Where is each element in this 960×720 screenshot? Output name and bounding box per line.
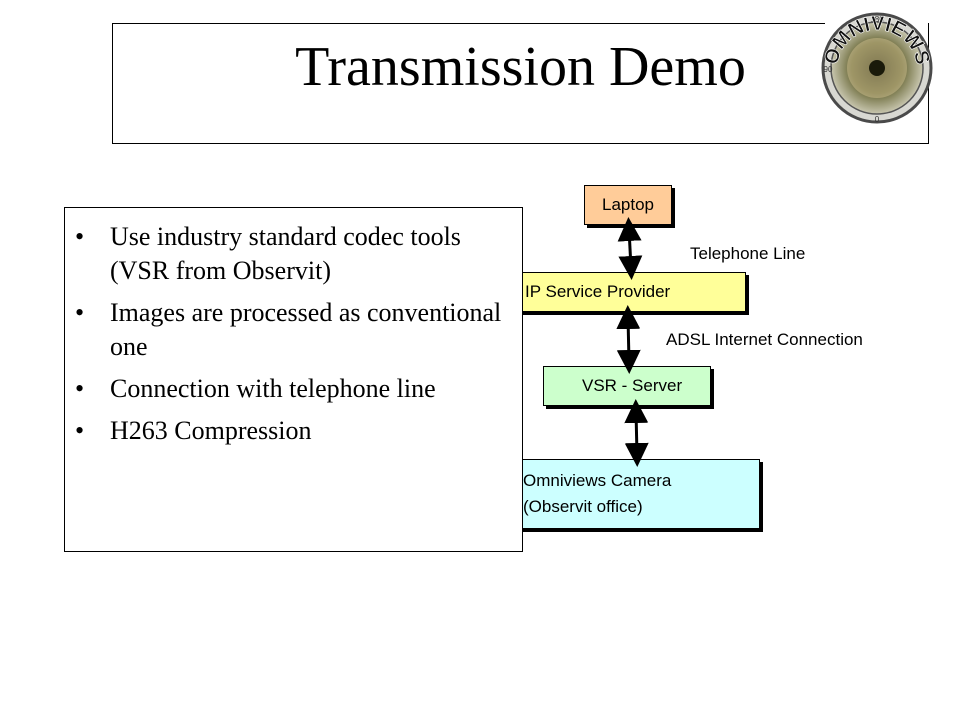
telephone-line-label: Telephone Line <box>690 244 806 263</box>
title-frame-top-line <box>113 23 825 24</box>
bullet-text: Connection with telephone line <box>110 374 436 403</box>
omniviews-camera-node: Omniviews Camera (Observit office) <box>516 459 760 529</box>
ip-service-provider-node: IP Service Provider <box>516 272 746 312</box>
bullet-item: • Use industry standard codec tools (VSR … <box>75 220 515 288</box>
bullet-text: Use industry standard codec tools (VSR f… <box>110 222 461 285</box>
arrow-laptop-isp <box>617 217 643 280</box>
bullet-text: Images are processed as conventional one <box>110 298 502 361</box>
logo-mark-0: 0 <box>875 115 880 124</box>
arrow-vsr-camera <box>624 399 649 467</box>
bullet-glyph: • <box>75 416 85 445</box>
bullet-list: • Use industry standard codec tools (VSR … <box>75 220 515 456</box>
adsl-connection-label: ADSL Internet Connection <box>666 330 863 349</box>
vsr-label: VSR - Server <box>582 376 683 395</box>
laptop-node: Laptop <box>584 185 672 225</box>
bullet-item: • Connection with telephone line <box>75 372 515 406</box>
logo-mark-90: 90 <box>824 65 833 74</box>
camera-label-line2: (Observit office) <box>523 497 643 516</box>
laptop-label: Laptop <box>602 195 654 214</box>
bullet-item: • H263 Compression <box>75 414 515 448</box>
arrow-isp-vsr <box>616 305 641 374</box>
bullet-glyph: • <box>75 222 85 251</box>
logo-mark-180: 180 <box>870 15 884 24</box>
bullet-text: H263 Compression <box>110 416 312 445</box>
isp-label: IP Service Provider <box>525 282 671 301</box>
page-title: Transmission Demo <box>295 36 746 98</box>
bullet-glyph: • <box>75 374 85 403</box>
omniviews-logo-icon: 180 90 0 OMNIVIEWS <box>820 12 934 124</box>
bullet-glyph: • <box>75 298 85 327</box>
vsr-server-node: VSR - Server <box>543 366 711 406</box>
camera-label-line1: Omniviews Camera <box>523 471 672 490</box>
bullet-item: • Images are processed as conventional on… <box>75 296 515 364</box>
bullet-box: • Use industry standard codec tools (VSR … <box>64 207 523 552</box>
